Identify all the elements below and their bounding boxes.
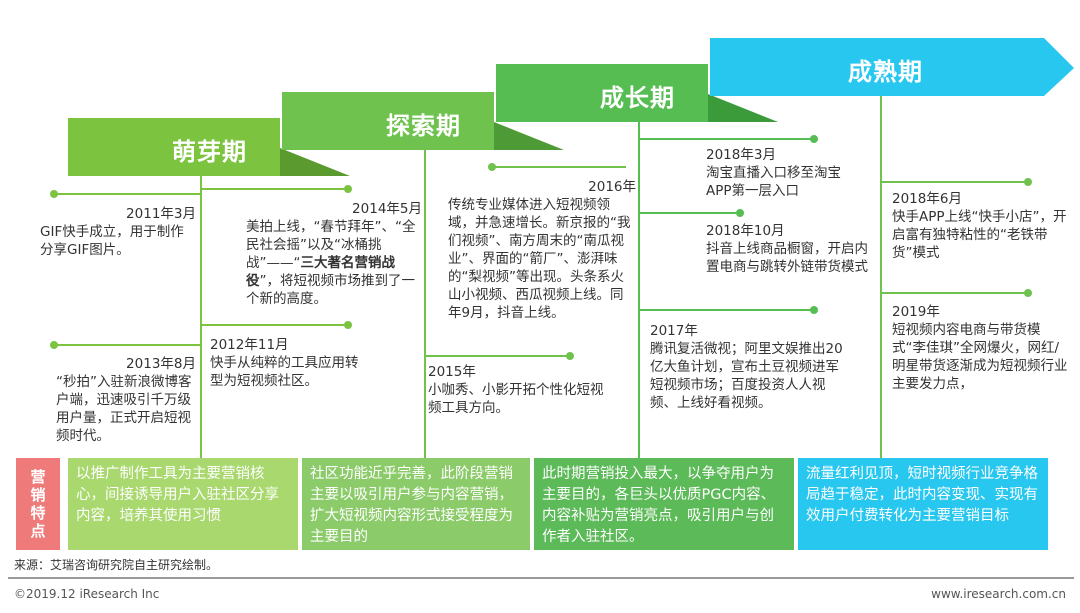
dot-2011 [50,190,58,198]
event-2016: 2016年 传统专业媒体进入短视频领域，并急速增长。新京报的“我们视频”、南方周… [448,178,636,322]
marketing-stage-1: 以推广制作工具为主要营销核心，间接诱导用户入驻社区分享内容，培养其使用习惯 [68,458,298,550]
marketing-stage-4: 流量红利见顶，短时视频行业竞争格局趋于稳定，此时内容变现、实现有效用户付费转化为… [798,458,1048,550]
stage-2-timeline [424,150,426,458]
connector-2016 [492,166,626,168]
event-year: 2013年8月 [126,356,196,372]
marketing-tag-char: 点 [30,522,46,540]
event-year: 2011年3月 [126,206,196,222]
event-year: 2018年6月 [892,191,962,207]
dot-2017 [810,306,818,314]
event-text: 快手从纯粹的工具应用转型为短视频社区。 [210,355,359,389]
marketing-tag-char: 特 [30,504,46,522]
event-2015: 2015年 小咖秀、小影开拓个性化短视频工具方向。 [428,363,608,417]
event-2014: 2014年5月 美拍上线，“春节拜年”、“全民社会摇”以及“冰桶挑战”——“三大… [246,200,422,308]
marketing-tag-char: 销 [30,486,46,504]
event-2019: 2019年 短视频内容电商与带货模式“李佳琪”全网爆火，网红/明星带货逐渐成为短… [892,303,1070,393]
stage-2-banner [282,92,494,150]
stage-3-timeline [638,122,640,458]
source-note: 来源：艾瑞咨询研究院自主研究绘制。 [14,558,219,572]
connector-2017 [640,309,814,311]
event-201806: 2018年6月 快手APP上线“快手小店”，开启富有独特粘性的“老铁带货”模式 [892,190,1068,262]
event-year: 2014年5月 [352,201,422,217]
marketing-tag: 营 销 特 点 [16,458,60,550]
marketing-stage-2: 社区功能近乎完善，此阶段营销主要以吸引用户参与内容营销，扩大短视频内容形式接受程… [302,458,530,550]
event-2017: 2017年 腾讯复活微视；阿里文娱推出20亿大鱼计划，宣布土豆视频进军短视频市场… [650,322,846,412]
stage-1-fold [280,148,350,176]
event-year: 2016年 [588,179,636,195]
dot-2019 [1024,289,1032,297]
dot-2016 [488,163,496,171]
stage-2-fold [494,122,564,150]
connector-2019 [882,292,1028,294]
event-text: 抖音上线商品橱窗，开启内置电商与跳转外链带货模式 [706,241,868,275]
stage-4-timeline [880,96,882,458]
event-text: 快手APP上线“快手小店”，开启富有独特粘性的“老铁带货”模式 [892,209,1067,261]
dot-201810 [736,209,744,217]
footer-divider [8,577,1074,579]
event-201810: 2018年10月 抖音上线商品橱窗，开启内置电商与跳转外链带货模式 [706,222,874,276]
dot-2012 [344,321,352,329]
event-text-b: ”，将短视频市场推到了一个新的高度。 [246,273,415,307]
event-2011: 2011年3月 GIF快手成立，用于制作分享GIF图片。 [40,205,196,259]
event-year: 2018年10月 [706,223,785,239]
connector-201803 [640,138,814,140]
stage-banners [68,38,1074,176]
stage-1-label: 萌芽期 [172,138,247,166]
copyright: ©2019.12 iResearch Inc [14,587,160,601]
event-text: 淘宝直播入口移至淘宝APP第一层入口 [706,165,841,199]
connector-201806 [882,181,1028,183]
connector-201810 [640,212,736,214]
event-2012: 2012年11月 快手从纯粹的工具应用转型为短视频社区。 [210,336,370,390]
event-text: 小咖秀、小影开拓个性化短视频工具方向。 [428,382,604,416]
event-text: “秒拍”入驻新浪微博客户端，迅速吸引千万级用户量，正式开启短视频时代。 [56,374,192,444]
dot-2015 [566,352,574,360]
event-year: 2018年3月 [706,147,776,163]
event-year: 2017年 [650,323,698,339]
event-2013: 2013年8月 “秒拍”入驻新浪微博客户端，迅速吸引千万级用户量，正式开启短视频… [56,355,196,445]
connector-2012 [202,324,348,326]
stage-3-banner [496,64,708,122]
stage-4-arrow [710,38,1074,96]
event-text: 腾讯复活微视；阿里文娱推出20亿大鱼计划，宣布土豆视频进军短视频市场；百度投资人… [650,341,843,411]
dot-2013 [50,341,58,349]
dot-201803 [810,135,818,143]
website-link[interactable]: www.iresearch.com.cn [931,587,1066,601]
marketing-stage-3: 此时期营销投入最大，以争夺用户为主要目的，各巨头以优质PGC内容、内容补贴为营销… [534,458,794,550]
dot-201806 [1024,178,1032,186]
stage-2-label: 探索期 [386,112,461,140]
stage-1-banner [68,118,280,176]
connector-2013 [54,344,202,346]
event-text-a: 美拍上线，“春节拜年”、“全民社会摇”以及“冰桶挑战”——“ [246,219,416,271]
event-year: 2019年 [892,304,940,320]
stage-4-label: 成熟期 [848,58,923,86]
event-year: 2015年 [428,364,476,380]
marketing-tag-char: 营 [30,468,46,486]
connector-2014 [202,188,348,190]
connector-2015 [426,355,570,357]
stage-3-fold [708,94,778,122]
event-text-bold: 三大著名营销战役 [246,255,395,289]
event-year: 2012年11月 [210,337,289,353]
stage-3-label: 成长期 [600,84,675,112]
event-text: 短视频内容电商与带货模式“李佳琪”全网爆火，网红/明星带货逐渐成为短视频行业主要… [892,322,1068,392]
event-text: GIF快手成立，用于制作分享GIF图片。 [40,224,184,258]
event-201803: 2018年3月 淘宝直播入口移至淘宝APP第一层入口 [706,146,866,200]
connector-2011 [54,193,202,195]
stage-1-timeline [200,176,202,458]
event-text: 传统专业媒体进入短视频领域，并急速增长。新京报的“我们视频”、南方周末的“南瓜视… [448,197,631,321]
dot-2014 [344,185,352,193]
